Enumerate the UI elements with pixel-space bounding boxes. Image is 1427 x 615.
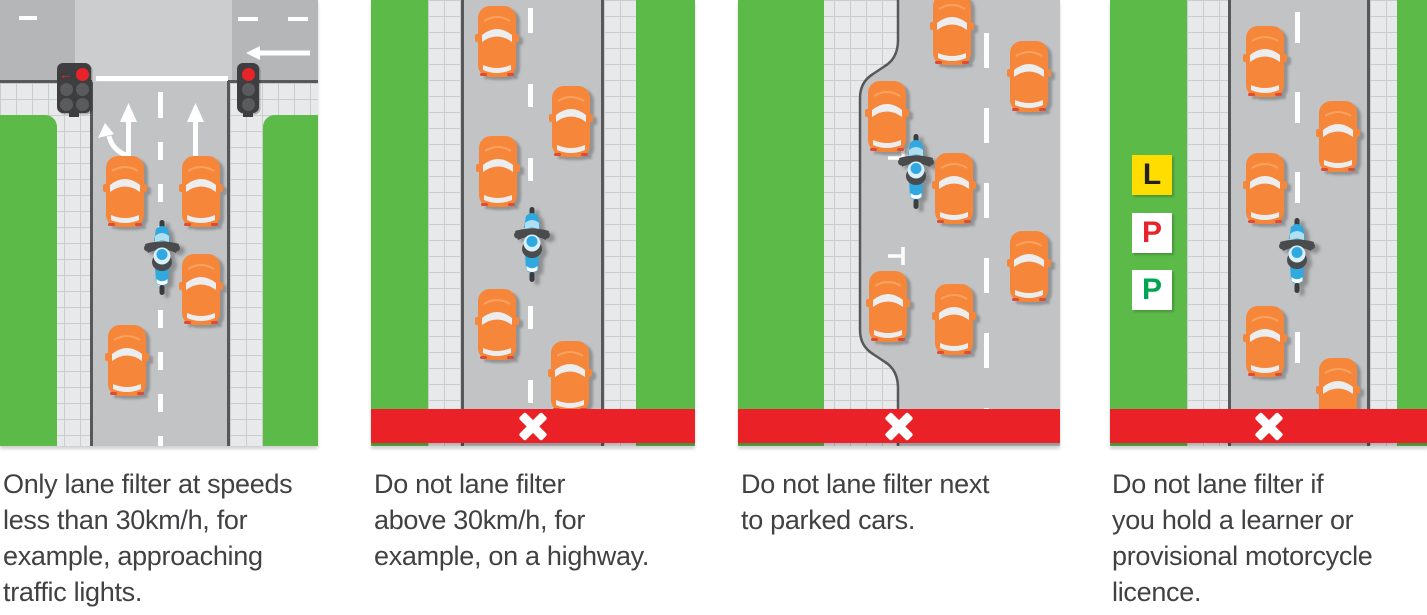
lane-arrow-markings [98, 103, 204, 159]
car-icon [179, 253, 223, 326]
car-icon [476, 135, 520, 208]
p1-plate-letter: P [1141, 216, 1162, 249]
car-icon [103, 155, 147, 228]
lane-dash-marking [238, 17, 258, 21]
kerb-line [1367, 0, 1370, 446]
red-signal-icon [75, 67, 89, 81]
prohibited-x-icon [881, 408, 917, 444]
kerb-line [227, 82, 230, 446]
car-icon [475, 5, 519, 78]
car-icon [1007, 40, 1051, 113]
caption-no-filter-learner-provisional: Do not lane filter if you hold a learner… [1112, 469, 1373, 607]
intersection-box [75, 0, 232, 82]
car-icon [548, 340, 592, 413]
lane-dashed-line [984, 0, 989, 446]
signal-off-icon [75, 97, 89, 111]
sidewalk-left [428, 0, 461, 446]
lane-dash-marking [288, 17, 308, 21]
provisional-p1-plate: P [1132, 213, 1172, 253]
learner-plate-letter: L [1142, 158, 1162, 191]
car-icon [475, 288, 519, 361]
signal-off-icon [59, 82, 73, 96]
car-icon [1243, 25, 1287, 98]
panel-no-filter-learner-provisional: L P P [1110, 0, 1427, 446]
car-icon [932, 283, 976, 356]
car-icon [179, 155, 223, 228]
kerb-line [601, 0, 604, 446]
panel-no-filter-parked-cars [738, 0, 1060, 446]
prohibited-x-icon [1251, 408, 1287, 444]
signal-off-icon [241, 82, 255, 96]
signal-off-icon [75, 82, 89, 96]
sidewalk-right [1370, 0, 1397, 446]
grass-verge-right [263, 115, 318, 446]
grass-verge-left [738, 0, 824, 446]
grass-verge-left [0, 115, 57, 446]
caption-no-filter-parked-cars: Do not lane filter next to parked cars. [741, 469, 990, 535]
caption-no-filter-above-30: Do not lane filter above 30km/h, for exa… [374, 469, 650, 571]
grass-verge-left [371, 0, 428, 446]
car-icon [1243, 152, 1287, 225]
red-signal-icon [241, 67, 255, 81]
provisional-p2-plate: P [1132, 270, 1172, 310]
signal-off-icon [59, 97, 73, 111]
caption-allowed: Only lane filter at speeds less than 30k… [3, 469, 293, 607]
motorcycle-icon [897, 134, 935, 210]
kerb-line [227, 80, 318, 83]
car-icon [1316, 100, 1360, 173]
prohibition-bar [371, 409, 695, 443]
prohibited-x-icon [515, 408, 551, 444]
kerb-line [0, 80, 92, 83]
car-icon [1007, 230, 1051, 303]
traffic-light-dual: ← [57, 63, 91, 113]
motorcycle-icon [1278, 218, 1316, 294]
motorcycle-icon [143, 220, 181, 296]
stop-line-marking [96, 76, 228, 81]
sidewalk-right [604, 0, 636, 446]
left-turn-arrow-marking [246, 46, 310, 60]
signal-off-icon [241, 97, 255, 111]
traffic-light-pole [69, 112, 79, 117]
panel-allowed-traffic-lights: ← [0, 0, 318, 446]
p2-plate-letter: P [1141, 273, 1162, 306]
grass-verge-right [636, 0, 695, 446]
car-icon [549, 85, 593, 158]
learner-plate: L [1132, 155, 1172, 195]
parked-car-icon [866, 270, 910, 343]
kerb-line [90, 82, 93, 446]
car-icon [105, 324, 149, 397]
motorcycle-icon [513, 207, 551, 283]
car-icon [1243, 305, 1287, 378]
traffic-light-pole [243, 112, 253, 117]
panel-no-filter-above-30 [371, 0, 695, 446]
kerb-line [461, 0, 464, 446]
grass-verge-right [1397, 0, 1427, 446]
kerb-line [1228, 0, 1231, 446]
lane-dash-marking [19, 16, 37, 20]
prohibition-bar [738, 409, 1060, 443]
car-icon [930, 0, 974, 66]
sidewalk-left [1187, 0, 1228, 446]
prohibition-bar [1110, 409, 1427, 443]
traffic-light [237, 63, 259, 113]
car-icon [932, 152, 976, 225]
red-left-arrow-signal-icon: ← [59, 65, 73, 82]
